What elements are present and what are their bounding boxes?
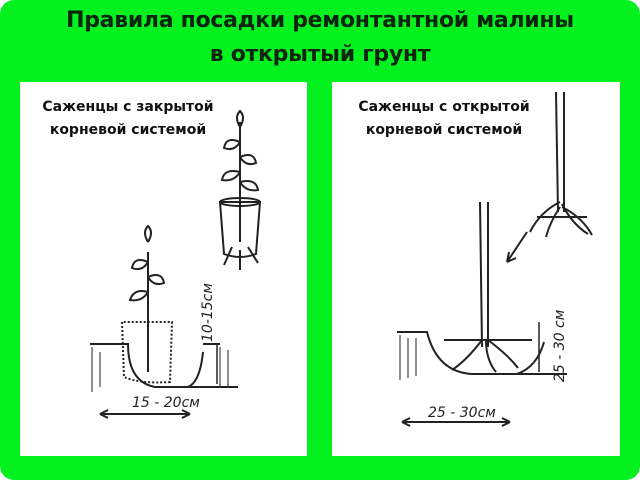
panel-closed-roots: Саженцы с закрытой корневой системой <box>20 82 307 456</box>
caption-line: корневой системой <box>365 122 523 138</box>
panel-caption: Саженцы с закрытой корневой системой <box>38 96 218 142</box>
width-dimension-label: 15 - 20см <box>132 395 200 411</box>
caption-line: Саженцы с открытой <box>358 99 530 115</box>
depth-dimension-label: 25 - 30 см <box>552 309 568 382</box>
width-dimension-label: 25 - 30см <box>428 405 496 421</box>
open-root-planting-illustration: 25 - 30см 25 - 30 см <box>397 91 593 427</box>
bare-root-seedling-drawing <box>506 91 593 263</box>
panel-caption: Саженцы с открытой корневой системой <box>354 96 534 142</box>
title-line-2: в открытый грунт <box>209 42 431 67</box>
caption-line: корневой системой <box>49 122 207 138</box>
closed-root-planting-illustration: 15 - 20см 10-15см <box>90 109 262 419</box>
planting-pit-drawing <box>397 201 567 427</box>
title-line-1: Правила посадки ремонтантной малины <box>66 8 574 33</box>
depth-dimension-label: 10-15см <box>200 283 216 342</box>
caption-line: Саженцы с закрытой <box>42 99 214 115</box>
planting-pit-drawing <box>90 224 238 419</box>
panel-open-roots: Саженцы с открытой корневой системой 25 … <box>332 82 620 456</box>
potted-seedling-drawing <box>218 109 262 270</box>
